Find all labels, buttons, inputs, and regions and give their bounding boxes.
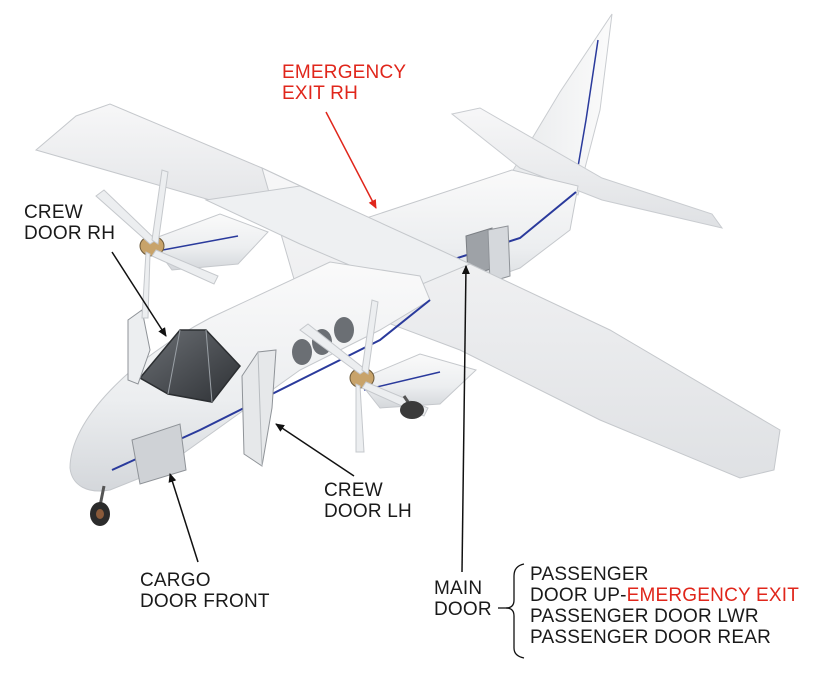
main-door-item-door-up-text: DOOR UP- xyxy=(530,585,627,606)
cargo-door-front-line1: CARGO xyxy=(140,570,211,591)
crew-door-rh-panel xyxy=(127,309,151,385)
emergency-exit-rh-line2: EXIT RH xyxy=(282,83,359,104)
main-door-line1: MAIN xyxy=(434,578,483,599)
cargo-door-front-label: CARGO DOOR FRONT xyxy=(140,570,270,612)
main-door-item-passenger: PASSENGER xyxy=(530,564,649,585)
cabin-window xyxy=(292,339,312,365)
crew-door-lh-leader xyxy=(275,423,355,477)
cargo-door-front-line2: DOOR FRONT xyxy=(140,591,270,612)
crew-door-rh-line1: CREW xyxy=(24,202,83,223)
cabin-window xyxy=(334,317,354,343)
right-engine-nacelle xyxy=(357,353,477,409)
crew-door-lh-line1: CREW xyxy=(324,480,383,501)
main-door-panel xyxy=(487,225,511,283)
crew-door-lh-label: CREW DOOR LH xyxy=(324,480,412,522)
main-door-line2: DOOR xyxy=(434,599,492,620)
horizontal-stabilizer xyxy=(450,107,724,229)
cargo-door-front-panel xyxy=(131,423,187,485)
wing-center-section xyxy=(204,185,472,291)
main-door-items: PASSENGER DOOR UP-EMERGENCY EXIT PASSENG… xyxy=(530,564,799,648)
emergency-exit-rh-label: EMERGENCY EXIT RH xyxy=(282,62,406,104)
main-door-leader xyxy=(461,265,470,573)
emergency-exit-rh-line1: EMERGENCY xyxy=(282,62,407,83)
main-door-item-door-up: DOOR UP-EMERGENCY EXIT xyxy=(530,585,799,606)
left-propeller xyxy=(95,169,219,319)
nose-landing-gear xyxy=(90,485,110,526)
main-door-item-passenger-door-lwr: PASSENGER DOOR LWR xyxy=(530,606,759,627)
main-landing-gear xyxy=(400,395,424,419)
crew-door-rh-line2: DOOR RH xyxy=(24,223,116,244)
main-door-label: MAIN DOOR xyxy=(434,578,492,620)
crew-door-lh-line2: DOOR LH xyxy=(324,501,412,522)
emergency-exit-rh-leader xyxy=(325,111,377,209)
crew-door-rh-leader xyxy=(111,251,167,337)
crew-door-rh-label: CREW DOOR RH xyxy=(24,202,115,244)
main-door-bracket xyxy=(505,563,525,659)
cargo-door-front-leader xyxy=(168,473,199,563)
main-door-item-emergency-exit: EMERGENCY EXIT xyxy=(626,585,800,606)
main-door-item-passenger-door-rear: PASSENGER DOOR REAR xyxy=(530,627,771,648)
